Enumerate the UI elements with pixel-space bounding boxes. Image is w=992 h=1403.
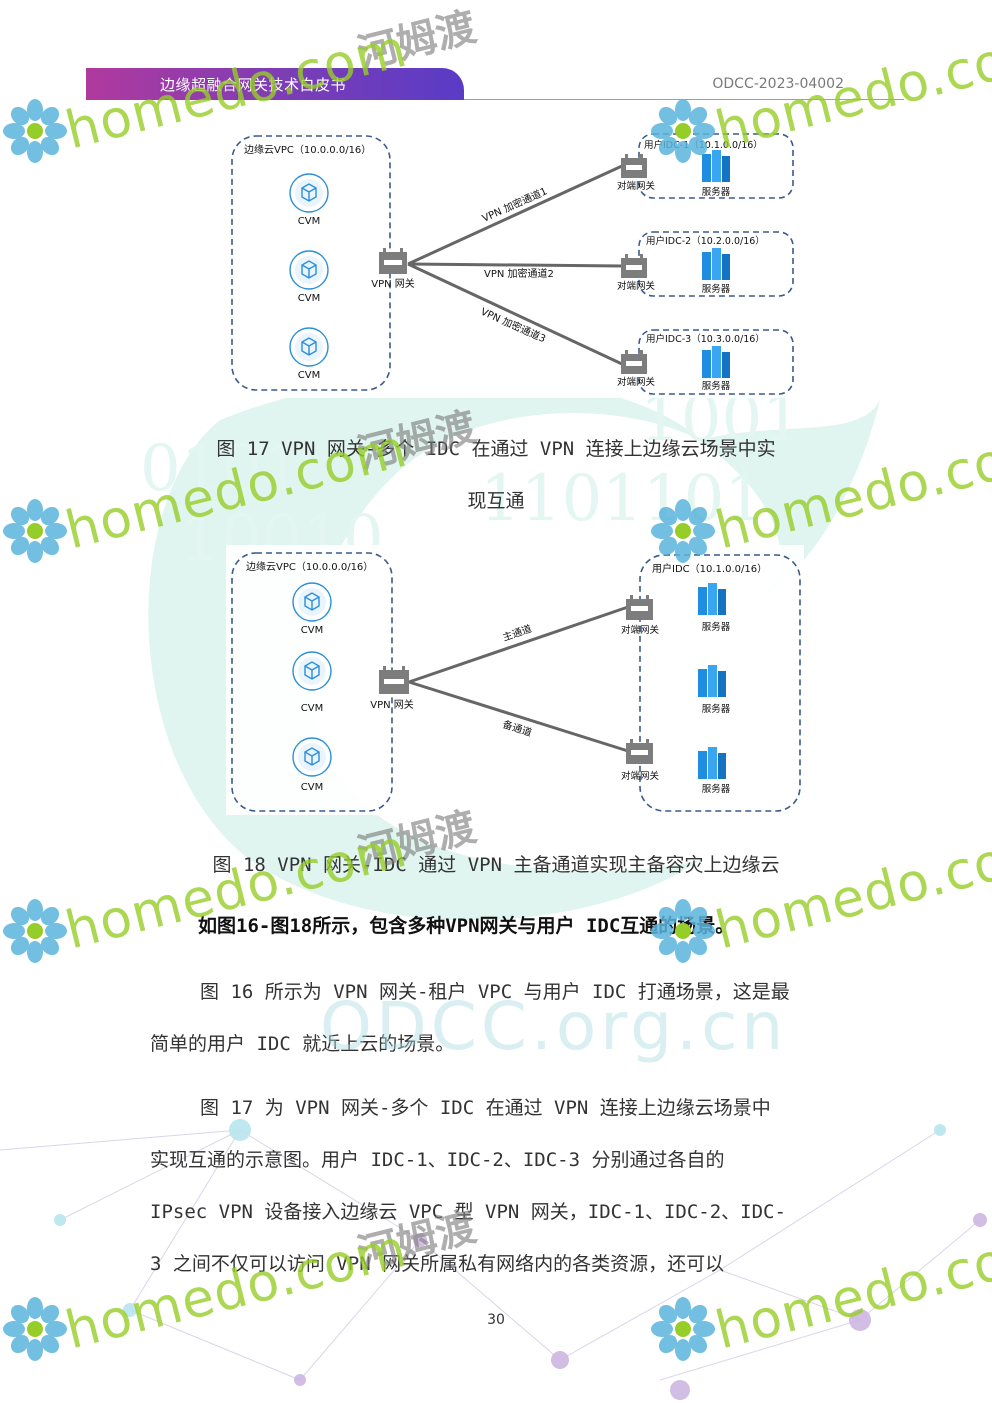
cvm-label: CVM bbox=[301, 782, 323, 793]
paragraph-2-line-1: 图 17 为 VPN 网关-多个 IDC 在通过 VPN 连接上边缘云场景中 bbox=[200, 1097, 771, 1119]
vpn-gateway-icon bbox=[379, 666, 409, 694]
peer-gateway-label: 对端网关 bbox=[617, 180, 656, 192]
peer-gateway-label: 对端网关 bbox=[617, 376, 656, 388]
idc-label: 用户IDC-3（10.3.0.0/16） bbox=[646, 333, 765, 345]
vpn-gateway-label: VPN 网关 bbox=[371, 277, 415, 290]
server-icon bbox=[702, 248, 730, 280]
vpc-label: 边缘云VPC（10.0.0.0/16） bbox=[244, 143, 371, 156]
svg-text:1101101: 1101101 bbox=[480, 462, 765, 536]
paragraph-1-line-2: 简单的用户 IDC 就近上云的场景。 bbox=[150, 1033, 455, 1055]
peer-gateway-label: 对端网关 bbox=[621, 770, 660, 782]
vpn-gateway-label: VPN 网关 bbox=[370, 698, 414, 711]
header-divider bbox=[464, 99, 904, 100]
document-code: ODCC-2023-04002 bbox=[712, 76, 844, 92]
peer-gateway-icon bbox=[621, 254, 647, 278]
server-label: 服务器 bbox=[702, 621, 731, 633]
paragraph-2-line-4: 3 之间不仅可以访问 VPN 网关所属私有网络内的各类资源，还可以 bbox=[150, 1253, 725, 1275]
server-label: 服务器 bbox=[702, 380, 731, 392]
cvm-icon bbox=[289, 250, 329, 290]
header-title: 边缘超融合网关技术白皮书 bbox=[160, 76, 347, 94]
cvm-icon bbox=[292, 651, 332, 691]
figure-17-caption-line-1: 图 17 VPN 网关-多个 IDC 在通过 VPN 连接上边缘云场景中实 bbox=[216, 438, 776, 460]
cvm-icon bbox=[289, 173, 329, 213]
peer-gateway-label: 对端网关 bbox=[617, 280, 656, 292]
figure-17-caption-line-2: 现互通 bbox=[467, 490, 525, 512]
idc-boundary bbox=[639, 554, 801, 812]
page-number: 30 bbox=[487, 1312, 505, 1328]
figure-17-diagram: 边缘云VPC（10.0.0.0/16） CVM CVM CVM VPN 加密通道… bbox=[226, 128, 800, 398]
paragraph-2-line-2: 实现互通的示意图。用户 IDC-1、IDC-2、IDC-3 分别通过各自的 bbox=[150, 1149, 725, 1171]
main-channel-line bbox=[408, 605, 629, 684]
cvm-label: CVM bbox=[301, 703, 323, 714]
server-icon bbox=[702, 150, 730, 182]
background-network-decoration bbox=[0, 1119, 987, 1400]
summary-bold-line: 如图16-图18所示，包含多种VPN网关与用户 IDC互通的场景。 bbox=[198, 915, 735, 937]
idc-label: 用户IDC-2（10.2.0.0/16） bbox=[646, 235, 765, 247]
server-icon bbox=[698, 665, 726, 697]
cvm-label: CVM bbox=[298, 370, 320, 381]
peer-gateway-icon bbox=[621, 154, 647, 178]
server-icon bbox=[698, 583, 726, 615]
backup-channel-line bbox=[408, 680, 629, 753]
cvm-icon bbox=[292, 582, 332, 622]
server-icon bbox=[702, 346, 730, 378]
cvm-label: CVM bbox=[298, 293, 320, 304]
cvm-icon bbox=[292, 737, 332, 777]
tunnel-line-1 bbox=[407, 164, 623, 266]
idc-label: 用户IDC（10.1.0.0/16） bbox=[652, 562, 767, 575]
tunnel-label-2: VPN 加密通道2 bbox=[484, 267, 554, 280]
svg-text:0101: 0101 bbox=[140, 432, 303, 506]
idc-label: 用户IDC-1（10.1.0.0/16） bbox=[644, 139, 763, 151]
tunnel-line-2 bbox=[407, 262, 623, 268]
peer-gateway-icon bbox=[626, 595, 653, 620]
server-label: 服务器 bbox=[702, 783, 731, 795]
vpc-label: 边缘云VPC（10.0.0.0/16） bbox=[246, 560, 373, 573]
vpn-gateway-icon bbox=[379, 248, 407, 274]
header-band bbox=[86, 68, 464, 100]
server-icon bbox=[698, 747, 726, 779]
server-label: 服务器 bbox=[702, 703, 731, 715]
server-label: 服务器 bbox=[702, 283, 731, 295]
cvm-icon bbox=[289, 327, 329, 367]
peer-gateway-icon bbox=[621, 350, 647, 374]
peer-gateway-icon bbox=[626, 739, 653, 764]
cvm-label: CVM bbox=[301, 625, 323, 636]
cvm-label: CVM bbox=[298, 216, 320, 227]
server-label: 服务器 bbox=[702, 186, 731, 198]
peer-gateway-label: 对端网关 bbox=[621, 624, 660, 636]
tunnel-line-3 bbox=[407, 262, 623, 366]
paragraph-1-line-1: 图 16 所示为 VPN 网关-租户 VPC 与用户 IDC 打通场景，这是最 bbox=[200, 981, 790, 1003]
figure-18-caption: 图 18 VPN 网关-IDC 通过 VPN 主备通道实现主备容灾上边缘云 bbox=[212, 854, 780, 876]
paragraph-2-line-3: IPsec VPN 设备接入边缘云 VPC 型 VPN 网关，IDC-1、IDC… bbox=[150, 1201, 786, 1223]
figure-18-diagram: 边缘云VPC（10.0.0.0/16） CVM CVM CVM 主通道 备通道 bbox=[226, 545, 804, 815]
